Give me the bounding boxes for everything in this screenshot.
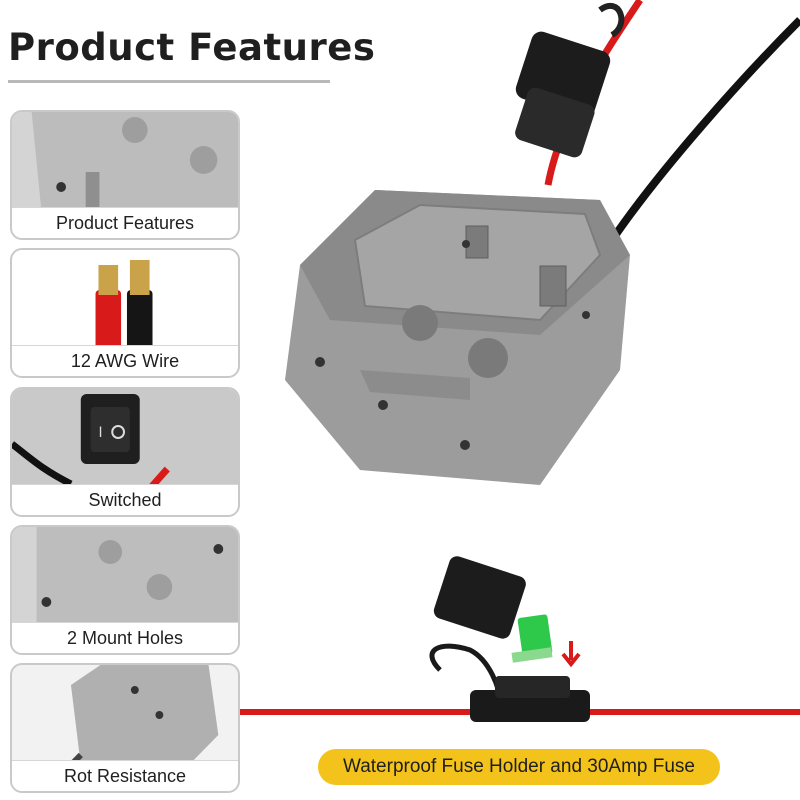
page-title: Product Features	[8, 26, 376, 69]
title-underline	[8, 80, 330, 83]
feature-card-2-mount-holes: 2 Mount Holes	[10, 525, 240, 655]
wire-strands-icon	[12, 250, 238, 350]
feature-label: Product Features	[12, 207, 238, 238]
mount-holes-icon	[12, 527, 238, 627]
adapter-closeup-icon	[12, 112, 238, 212]
feature-label: 12 AWG Wire	[12, 345, 238, 376]
feature-label: Rot Resistance	[12, 760, 238, 791]
battery-adapter	[285, 190, 630, 485]
black-wire-top	[608, 17, 800, 243]
adapter-base-icon	[12, 665, 238, 765]
feature-card-switched: I Switched	[10, 387, 240, 517]
feature-label: Switched	[12, 484, 238, 515]
rocker-switch-icon: I	[12, 389, 238, 489]
svg-text:I: I	[98, 425, 102, 441]
top-fuse-cap	[515, 2, 625, 158]
feature-card-12-awg-wire: 12 AWG Wire	[10, 248, 240, 378]
feature-label: 2 Mount Holes	[12, 622, 238, 653]
feature-card-rot-resistance: Rot Resistance	[10, 663, 240, 793]
feature-card-product-features: Product Features	[10, 110, 240, 240]
fuse-banner: Waterproof Fuse Holder and 30Amp Fuse	[318, 749, 720, 785]
fuse-holder	[429, 556, 590, 722]
